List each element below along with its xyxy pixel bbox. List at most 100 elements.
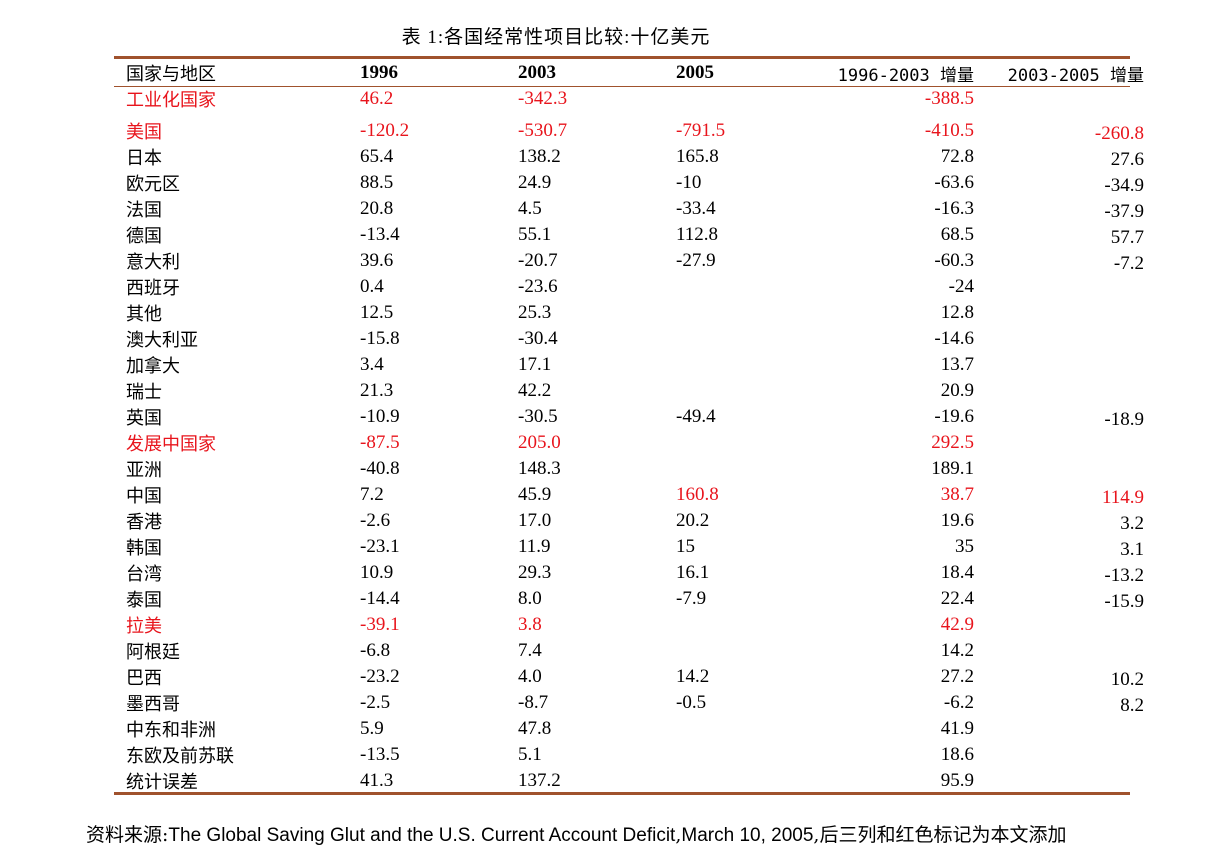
cell-value: 3.4 [360, 354, 384, 375]
cell-value: -530.7 [518, 120, 568, 141]
row-label: 巴西 [126, 668, 162, 689]
cell-value: -6.2 [943, 692, 974, 713]
column-header-delta-2003-2005: 2003-2005 增量 [1007, 65, 1144, 86]
cell-value [676, 86, 814, 112]
cell-value: -2.5 [360, 692, 391, 713]
cell-value: 72.8 [940, 146, 974, 167]
cell-value: 114.9 [1101, 487, 1144, 508]
cell-value: 205.0 [518, 432, 561, 453]
cell-value: 17.1 [518, 354, 552, 375]
row-label: 加拿大 [126, 356, 180, 377]
row-label: 中东和非洲 [126, 720, 216, 741]
table-row: 英国-10.9-30.5-49.4-19.6-18.9 [114, 404, 1156, 430]
cell-value [676, 352, 814, 378]
row-label: 德国 [126, 226, 162, 247]
row-label: 英国 [126, 408, 162, 429]
cell-value: 27.6 [1110, 149, 1144, 170]
cell-value: 27.2 [940, 666, 974, 687]
cell-value: -14.6 [934, 328, 974, 349]
cell-value: -8.7 [518, 692, 549, 713]
cell-value: 35 [955, 536, 974, 557]
cell-value: 4.0 [518, 666, 542, 687]
cell-value: 68.5 [940, 224, 974, 245]
cell-value: 137.2 [518, 770, 561, 791]
cell-value: 13.7 [940, 354, 974, 375]
cell-value: 11.9 [518, 536, 551, 557]
cell-value: -30.4 [518, 328, 558, 349]
cell-value: 38.7 [940, 484, 974, 505]
row-label: 法国 [126, 200, 162, 221]
cell-value: -37.9 [1104, 201, 1144, 222]
cell-value: 4.5 [518, 198, 542, 219]
cell-value: 112.8 [676, 224, 719, 245]
cell-value: 14.2 [940, 640, 974, 661]
cell-value [676, 378, 814, 404]
column-header-delta-1996-2003: 1996-2003 增量 [837, 65, 974, 86]
cell-value: -15.8 [360, 328, 400, 349]
cell-value [988, 329, 1156, 355]
cell-value [988, 641, 1156, 667]
cell-value [676, 456, 814, 482]
cell-value: -63.6 [934, 172, 974, 193]
row-label: 中国 [126, 486, 162, 507]
cell-value [988, 381, 1156, 407]
cell-value [676, 768, 814, 794]
row-label: 韩国 [126, 538, 162, 559]
cell-value: 5.1 [518, 744, 542, 765]
cell-value: 3.2 [1120, 513, 1144, 534]
cell-value: 95.9 [940, 770, 974, 791]
cell-value: -15.9 [1104, 591, 1144, 612]
column-header-2005: 2005 [676, 62, 714, 83]
table-row: 澳大利亚-15.8-30.4-14.6 [114, 326, 1156, 352]
cell-value [676, 716, 814, 742]
cell-value: 39.6 [360, 250, 394, 271]
cell-value: 42.9 [940, 614, 974, 635]
source-date: March 10, 2005 [681, 825, 814, 846]
cell-value: -7.2 [1113, 253, 1144, 274]
cell-value: 15 [676, 536, 695, 557]
column-header-region: 国家与地区 [126, 64, 216, 85]
cell-value: 57.7 [1110, 227, 1144, 248]
row-label: 亚洲 [126, 460, 162, 481]
cell-value: 45.9 [518, 484, 552, 505]
cell-value: 24.9 [518, 172, 552, 193]
cell-value: -10.9 [360, 406, 400, 427]
cell-value: -13.2 [1104, 565, 1144, 586]
cell-value: 3.8 [518, 614, 542, 635]
cell-value: 20.9 [940, 380, 974, 401]
current-account-table: 国家与地区 1996 2003 2005 1996-2003 增量 2003-2… [114, 60, 1156, 794]
row-label: 发展中国家 [126, 434, 216, 455]
row-label: 阿根廷 [126, 642, 180, 663]
cell-value: 19.6 [940, 510, 974, 531]
cell-value: 65.4 [360, 146, 394, 167]
table-header-rule [114, 86, 1130, 87]
cell-value: -13.5 [360, 744, 400, 765]
cell-value: 29.3 [518, 562, 552, 583]
column-header-2003: 2003 [518, 62, 556, 83]
table-header-row: 国家与地区 1996 2003 2005 1996-2003 增量 2003-2… [114, 60, 1156, 86]
cell-value: -19.6 [934, 406, 974, 427]
cell-value: -2.6 [360, 510, 391, 531]
cell-value: 0.4 [360, 276, 384, 297]
cell-value: 16.1 [676, 562, 710, 583]
cell-value: -7.9 [676, 588, 707, 609]
cell-value: -23.6 [518, 276, 558, 297]
cell-value: 5.9 [360, 718, 384, 739]
row-label: 其他 [126, 304, 162, 325]
cell-value: -388.5 [924, 88, 974, 109]
cell-value: 88.5 [360, 172, 394, 193]
